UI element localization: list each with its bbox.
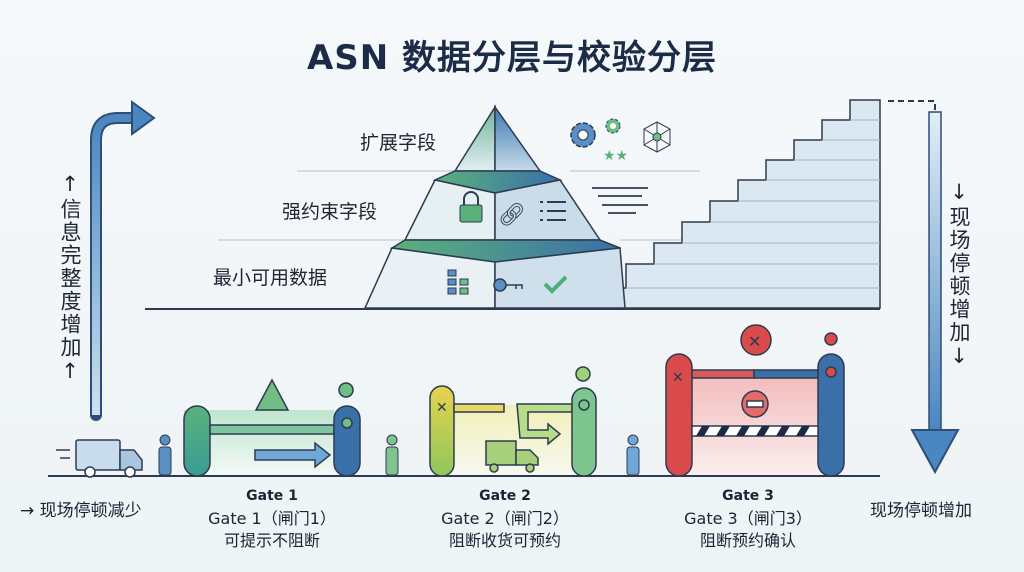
data-blocks-icon (447, 269, 469, 295)
link-icon: 🔗︎ (498, 203, 526, 228)
page-title: ASN 数据分层与校验分层 (306, 38, 718, 78)
gate-1-caption: Gate 1 Gate 1（闸门1） 可提示不阻断 (172, 488, 372, 552)
right-axis-label: ↓现场停顿增加↓ (947, 180, 971, 370)
gate-3-graphic: ✕ ✕ (665, 324, 845, 477)
lock-icon (459, 191, 483, 223)
gate-3-name: Gate 3（闸门3） (684, 509, 812, 528)
error-circle-icon (740, 324, 772, 356)
gate-2-caption: Gate 2 Gate 2（闸门2） 阻断收货可预约 (405, 488, 605, 552)
pyramid-top-layer (453, 104, 496, 172)
check-icon (543, 275, 568, 294)
worker-with-clipboard-icon (626, 434, 640, 476)
staircase (597, 99, 881, 309)
stars-icon: ★★ (603, 148, 628, 164)
layer-label-constraint: 强约束字段 (282, 201, 378, 223)
worker-icon (385, 434, 399, 476)
gate-1-title: Gate 1 (246, 488, 298, 504)
layer-dividers (218, 170, 700, 241)
layer-label-minimum: 最小可用数据 (213, 267, 328, 289)
svg-text:✕: ✕ (748, 332, 761, 351)
gate-3-title: Gate 3 (722, 488, 774, 504)
text-lines-icon (592, 187, 648, 214)
list-icon (540, 201, 566, 221)
small-gear-icon (605, 118, 621, 134)
gate-2-name: Gate 2（闸门2） (441, 509, 569, 528)
gate-1-name: Gate 1（闸门1） (208, 509, 336, 528)
right-down-arrow (888, 100, 960, 475)
person-icon (158, 434, 172, 476)
gate-2-title: Gate 2 (479, 488, 531, 504)
gate-2-desc: 阻断收货可预约 (448, 531, 561, 550)
truck-icon (56, 439, 143, 478)
left-up-arrow (90, 100, 156, 421)
warning-icon (254, 378, 290, 411)
gate-3-desc: 阻断预约确认 (699, 531, 796, 550)
svg-text:✕: ✕ (672, 370, 684, 386)
bottom-right-label: 现场停顿增加 (870, 501, 972, 521)
svg-text:✕: ✕ (436, 400, 448, 416)
pyramid (363, 104, 626, 309)
left-axis-label: ↑信息完整度增加↑ (58, 172, 82, 385)
gear-icon (570, 122, 596, 148)
layer-label-extension: 扩展字段 (360, 132, 437, 154)
network-icon (643, 121, 671, 153)
key-icon (493, 278, 523, 292)
bottom-left-label: → 现场停顿减少 (20, 501, 142, 521)
gate-1-desc: 可提示不阻断 (223, 531, 320, 550)
gate-1-graphic (183, 378, 361, 477)
gate-2-graphic: ✕ (429, 366, 597, 477)
gate-3-caption: Gate 3 Gate 3（闸门3） 阻断预约确认 (648, 488, 848, 552)
